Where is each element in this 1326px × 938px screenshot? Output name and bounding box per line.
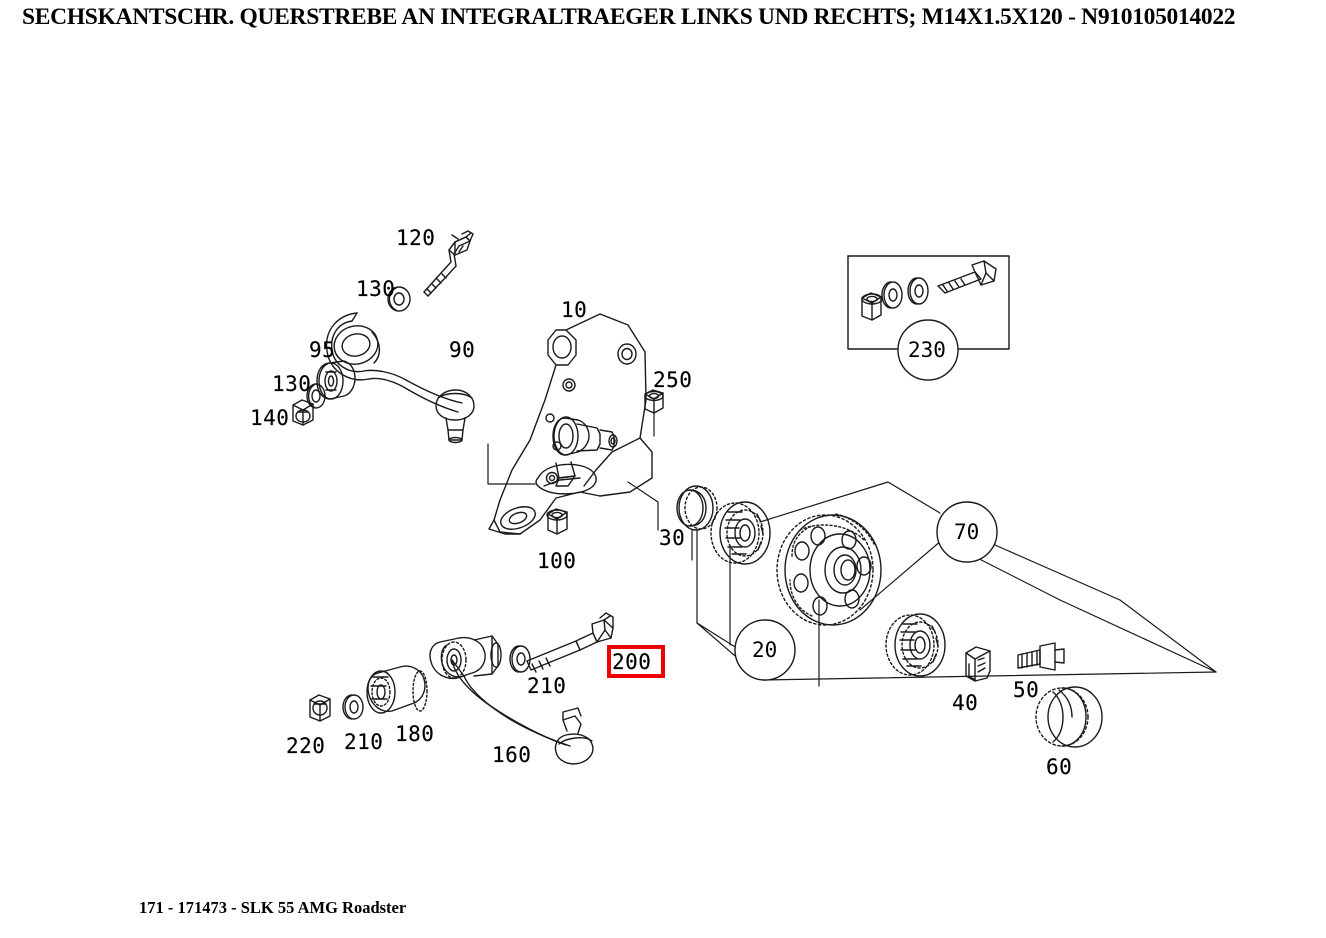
part-100-hex-nut: [546, 508, 568, 535]
drawing-geometry: [292, 230, 1217, 765]
part-label-140: 140: [250, 406, 290, 430]
part-70-bearing-inner: [885, 613, 946, 677]
part-180-bushing: [366, 665, 428, 714]
part-label-10: 10: [561, 298, 588, 322]
part-70-bearing-outer: [710, 501, 771, 565]
part-130-washer-lower: [306, 383, 326, 409]
part-label-40: 40: [952, 691, 979, 715]
part-label-100: 100: [537, 549, 577, 573]
part-label-30: 30: [659, 526, 686, 550]
footer-caption: 171 - 171473 - SLK 55 AMG Roadster: [139, 898, 407, 917]
callout-label-20: 20: [752, 638, 778, 662]
part-label-60: 60: [1046, 755, 1073, 779]
part-label-130-upper: 130: [356, 277, 396, 301]
part-210-washer-right: [509, 645, 531, 673]
part-label-120: 120: [396, 226, 436, 250]
part-label-250: 250: [653, 368, 693, 392]
part-label-220: 220: [286, 734, 326, 758]
part-130-washer-upper: [387, 286, 411, 312]
part-160-lower-control-arm: [429, 635, 594, 765]
part-label-160: 160: [492, 743, 532, 767]
part-30-seal-ring: [676, 485, 718, 561]
part-200-hex-bolt: [526, 612, 614, 673]
highlighted-part-200-box[interactable]: 200: [607, 645, 665, 678]
part-20-wheel-hub: [776, 513, 882, 626]
callout-label-230: 230: [908, 338, 946, 362]
part-label-210-right: 210: [527, 674, 567, 698]
part-250-hex-nut: [644, 389, 664, 437]
callout-label-70: 70: [954, 520, 980, 544]
part-label-90: 90: [449, 338, 476, 362]
part-90-upper-control-arm: [325, 312, 536, 485]
page-title: SECHSKANTSCHR. QUERSTREBE AN INTEGRALTRA…: [22, 4, 1236, 30]
part-label-95: 95: [309, 338, 336, 362]
part-label-130-lower: 130: [272, 372, 312, 396]
part-label-50: 50: [1013, 678, 1040, 702]
part-10-steering-knuckle: [488, 313, 659, 535]
part-140-hex-nut: [292, 399, 314, 426]
part-40-clip: [965, 646, 991, 682]
part-120-bolt: [423, 230, 474, 297]
part-50-screw: [1017, 642, 1065, 671]
part-label-210-left: 210: [344, 730, 384, 754]
part-label-200: 200: [612, 650, 652, 674]
inset-box-230: [847, 255, 1010, 350]
callout-circles: [734, 319, 998, 681]
part-220-hex-nut: [309, 694, 331, 722]
part-95-bushing: [316, 360, 356, 400]
part-210-washer-left: [342, 694, 364, 720]
part-label-180: 180: [395, 722, 435, 746]
part-60-cap: [1035, 686, 1103, 748]
